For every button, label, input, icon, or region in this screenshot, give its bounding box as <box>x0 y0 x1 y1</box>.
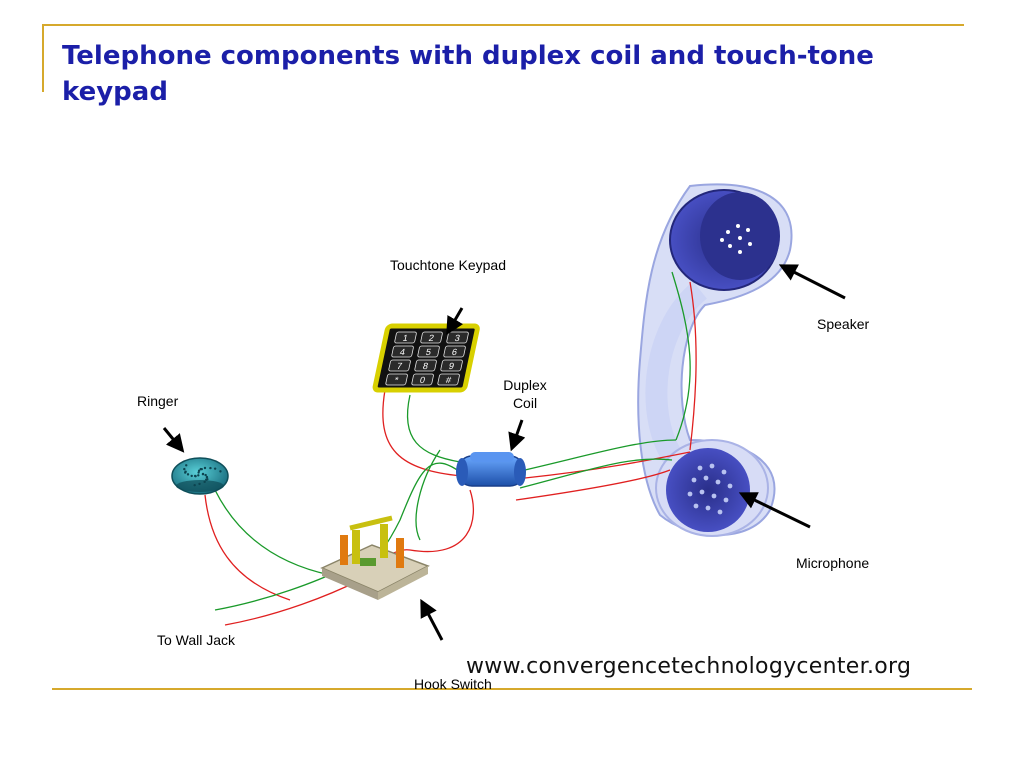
website-watermark: www.convergencetechnologycenter.org <box>466 654 912 679</box>
keypad-key <box>420 331 443 344</box>
keypad-key <box>437 373 460 386</box>
keypad-key-label: 3 <box>454 333 461 343</box>
keypad-key-label: 1 <box>402 333 409 343</box>
ringer-hole <box>197 469 201 472</box>
ringer-hole <box>183 467 186 471</box>
keypad-key-label: * <box>394 375 400 385</box>
ringer-hole <box>205 478 208 481</box>
speaker-label: Speaker <box>817 316 870 332</box>
coil-pointer-arrow <box>508 419 526 452</box>
microphone-mouthpiece <box>655 439 769 537</box>
keypad-key-label: # <box>445 375 453 385</box>
ringer-hole <box>190 474 193 478</box>
duplex-coil <box>456 452 526 487</box>
ringer-hole <box>185 464 188 467</box>
keypad-key <box>411 373 434 386</box>
ringer-hole <box>197 474 200 477</box>
keypad-key <box>443 345 466 358</box>
ringer-label: Ringer <box>137 393 179 409</box>
keypad-key-label: 2 <box>428 333 435 343</box>
speaker-pointer-arrow <box>778 264 846 300</box>
ringer-hole <box>193 474 197 478</box>
touchtone-keypad: 1 2 3 4 5 6 7 8 9 * 0 # <box>372 323 480 393</box>
ringer-hole <box>200 467 203 471</box>
slide-title: Telephone components with duplex coil an… <box>62 41 874 107</box>
keypad-key-label: 6 <box>451 347 458 357</box>
ringer-hole <box>204 473 207 477</box>
frame-top-rule <box>44 24 964 26</box>
microphone-pointer-arrow <box>738 492 811 529</box>
duplex-coil-label: Duplex Coil <box>503 377 547 411</box>
ringer-hole <box>184 470 187 473</box>
ringer-hole <box>205 475 209 479</box>
keypad-key-label: 8 <box>422 361 429 371</box>
ringer-hole <box>203 480 206 484</box>
ringer-hole <box>219 470 222 473</box>
ringer-hole <box>186 473 190 476</box>
ringer-hole <box>193 483 196 487</box>
ringer-hole <box>198 482 201 486</box>
microphone-label: Microphone <box>796 555 870 571</box>
keypad-pointer-arrow <box>446 307 464 336</box>
keypad-key <box>388 359 411 372</box>
keypad-key <box>414 359 437 372</box>
keypad-key <box>385 373 408 386</box>
keypad-key <box>440 359 463 372</box>
ringer-hole <box>203 466 207 470</box>
keypad-key-label: 7 <box>396 361 403 371</box>
ringer-hole <box>213 467 217 470</box>
frame-left-rule <box>42 24 44 92</box>
hook-switch-pointer-arrow <box>420 598 444 641</box>
hook-switch-label: Hook Switch <box>414 676 492 692</box>
keypad-key-label: 9 <box>448 361 455 371</box>
keypad-key-label: 5 <box>425 347 432 357</box>
ringer-pointer-arrow <box>162 427 185 453</box>
ringer <box>171 457 229 495</box>
keypad-key-label: 4 <box>399 347 406 357</box>
ringer-hole <box>201 472 205 476</box>
keypad-key-label: 0 <box>419 375 426 385</box>
ringer-hole <box>197 471 200 474</box>
keypad-key <box>394 331 417 344</box>
keypad-key <box>391 345 414 358</box>
keypad-key <box>417 345 440 358</box>
frame-bottom-rule <box>52 688 972 690</box>
touchtone-keypad-label: Touchtone Keypad <box>390 257 506 273</box>
hook-switch <box>320 515 430 600</box>
speaker-earpiece <box>669 189 780 291</box>
ringer-hole <box>209 466 212 470</box>
to-wall-jack-label: To Wall Jack <box>157 632 236 648</box>
